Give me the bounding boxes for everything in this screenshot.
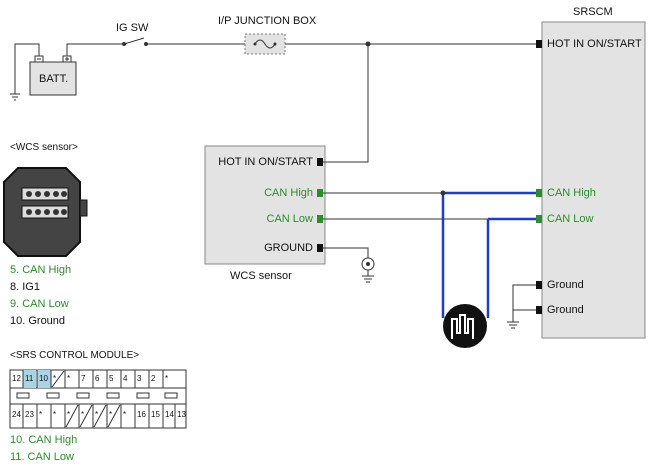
srscm-ground-icon xyxy=(507,321,519,329)
terminating-resistor-icon xyxy=(443,304,487,348)
srs-top-pin-7: 5 xyxy=(109,374,114,383)
srs-bottom-pin-2: * xyxy=(39,410,43,419)
srs-bottom-pin-5: * xyxy=(81,410,85,419)
wcs-pin-ground: GROUND xyxy=(264,242,313,254)
wcs-pin-hot: HOT IN ON/START xyxy=(218,156,313,168)
srs-top-pin-11: * xyxy=(165,374,169,383)
wcs-ground-icon xyxy=(361,257,375,283)
srs-top-pin-8: 4 xyxy=(123,374,128,383)
srs-bottom-pin-0: 24 xyxy=(12,410,21,419)
srscm-pin-ground-2: Ground xyxy=(547,304,584,316)
wcs-pin-can-high: CAN High xyxy=(264,187,313,199)
fuse-symbol xyxy=(244,33,286,55)
ig-switch-symbol xyxy=(122,37,148,46)
wcs-pin-can-low: CAN Low xyxy=(266,213,313,225)
srscm-pin-can-high: CAN High xyxy=(547,187,596,199)
srscm-pin-hot: HOT IN ON/START xyxy=(547,38,642,50)
srs-module-title: <SRS CONTROL MODULE> xyxy=(10,350,140,361)
srs-bottom-pin-8: * xyxy=(123,410,127,419)
battery-ground-icon xyxy=(10,93,20,101)
srs-top-pin-3: * xyxy=(53,374,57,383)
srs-top-pin-10: 2 xyxy=(151,374,156,383)
srs-bottom-pin-1: 23 xyxy=(25,410,34,419)
srs-top-pin-5: 7 xyxy=(81,374,86,383)
srs-bottom-pin-4: * xyxy=(67,410,71,419)
wcs-legend-can-low: 9. CAN Low xyxy=(10,298,69,310)
srs-bottom-pin-9: 16 xyxy=(137,410,146,419)
srs-top-pin-6: 6 xyxy=(95,374,100,383)
wcs-legend-ground: 10. Ground xyxy=(10,315,66,327)
batt-label: BATT. xyxy=(39,73,69,85)
srs-top-pin-4: * xyxy=(67,374,71,383)
srs-top-pin-0: 12 xyxy=(12,374,21,383)
wcs-sensor-title: <WCS sensor> xyxy=(10,142,78,153)
srs-legend-can-high: 10. CAN High xyxy=(10,434,78,446)
srs-legend-can-low: 11. CAN Low xyxy=(10,451,74,463)
srscm-box xyxy=(541,21,646,339)
srs-bottom-pin-12: 13 xyxy=(177,410,186,419)
wcs-pin-terminals xyxy=(317,158,323,252)
can-high-junction-dot xyxy=(440,190,446,196)
srs-top-pin-9: 3 xyxy=(137,374,142,383)
srs-top-pin-1: 11 xyxy=(25,374,34,383)
ip-junction-box-label: I/P JUNCTION BOX xyxy=(218,15,317,27)
srscm-pin-terminals xyxy=(536,40,542,314)
srs-top-pin-2: 10 xyxy=(39,374,48,383)
ig-sw-label: IG SW xyxy=(116,22,149,34)
srs-bottom-pin-10: 15 xyxy=(151,410,160,419)
battery-symbol xyxy=(29,55,77,96)
wcs-connector-face-icon xyxy=(3,167,88,257)
srscm-pin-can-low: CAN Low xyxy=(547,213,594,225)
srs-bottom-pin-11: 14 xyxy=(165,410,174,419)
wcs-legend-ig1: 8. IG1 xyxy=(10,281,40,293)
srs-bottom-pin-3: * xyxy=(53,410,57,419)
srs-bottom-pin-7: * xyxy=(109,410,113,419)
srscm-pin-ground-1: Ground xyxy=(547,279,584,291)
srs-bottom-pin-6: * xyxy=(95,410,99,419)
wcs-sensor-caption: WCS sensor xyxy=(230,270,292,282)
srs-connector-outline xyxy=(9,369,187,429)
wcs-sensor-box xyxy=(204,145,326,265)
wcs-legend-can-high: 5. CAN High xyxy=(10,264,72,276)
srscm-label: SRSCM xyxy=(573,6,613,18)
